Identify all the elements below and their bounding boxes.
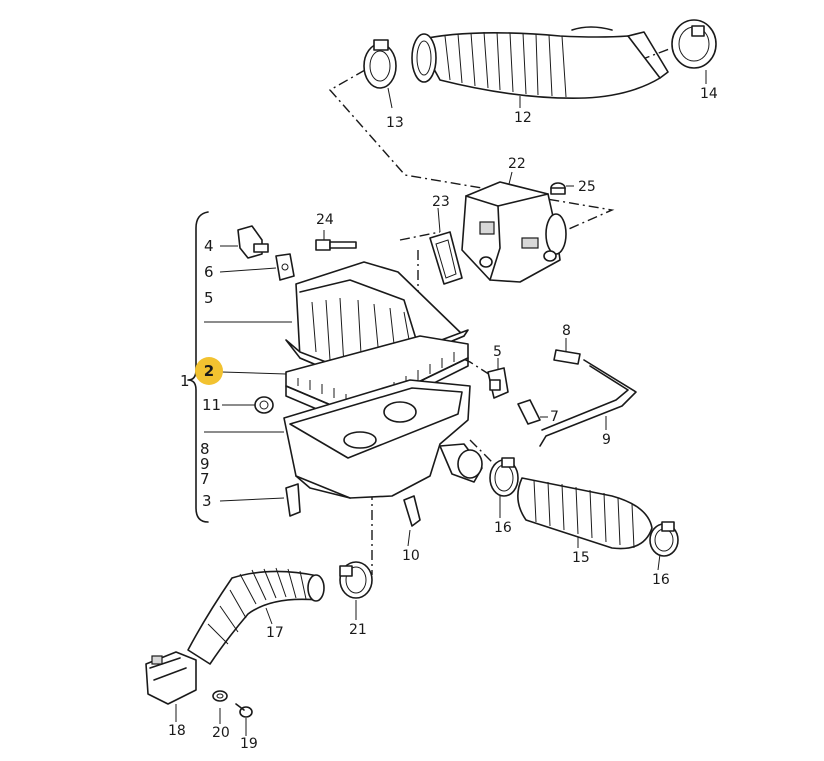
- part-label: 24: [316, 212, 334, 228]
- group-bracket: [187, 211, 209, 523]
- part-label: 15: [572, 550, 590, 566]
- part-label: 17: [266, 625, 284, 641]
- washer-20: [212, 690, 228, 702]
- temperature-sensor-4: [237, 225, 269, 259]
- left-label: 11: [202, 396, 221, 414]
- breather-hoses: [517, 349, 637, 447]
- hose-clamp-14: [671, 19, 717, 69]
- intake-hose-17: [187, 567, 325, 665]
- left-label: 8: [200, 440, 210, 458]
- hose-clamp-21: [339, 561, 373, 599]
- part-label: 12: [514, 110, 532, 126]
- left-label: 9: [200, 455, 210, 473]
- intake-hose-top: [411, 26, 669, 99]
- left-label: 7: [200, 470, 210, 488]
- duct-18: [145, 651, 197, 705]
- left-label: 5: [204, 289, 214, 307]
- part-label: 14: [700, 86, 718, 102]
- hose-clamp-13: [363, 39, 397, 89]
- part-label: 13: [386, 115, 404, 131]
- highlighted-label: 2: [204, 362, 214, 380]
- part-label: 25: [578, 179, 596, 195]
- part-label: 18: [168, 723, 186, 739]
- part-label: 8: [562, 323, 571, 339]
- part-label: 16: [652, 572, 670, 588]
- part-label: 7: [550, 409, 559, 425]
- filter-housing-lower: [283, 379, 471, 499]
- group-label: 1: [180, 372, 190, 390]
- highlight-circle: [195, 357, 223, 385]
- outlet-spigot: [439, 443, 483, 483]
- flange-6: [275, 253, 295, 281]
- clip-10: [403, 495, 421, 527]
- cap-25: [550, 182, 566, 195]
- part-label: 10: [402, 548, 420, 564]
- part-label: 20: [212, 725, 230, 741]
- part-label: 9: [602, 432, 611, 448]
- bolt-24: [315, 239, 357, 251]
- left-label: 3: [202, 492, 212, 510]
- part-label: 5: [493, 344, 502, 360]
- left-label: 6: [204, 263, 214, 281]
- air-flow-meter: [461, 181, 567, 283]
- part-labels: 12 13 14 22 25 23 24 8 5 7 9 16 15 16 10…: [168, 86, 718, 752]
- part-label: 21: [349, 622, 367, 638]
- rubber-mount-11: [254, 396, 274, 414]
- hose-clamp-16a: [489, 457, 519, 497]
- part-label: 22: [508, 156, 526, 172]
- highlight-marker: 2: [195, 357, 223, 385]
- screw-19: [235, 703, 253, 718]
- bellows-hose-15: [517, 477, 653, 550]
- part-label: 19: [240, 736, 258, 752]
- gasket-23: [429, 231, 463, 285]
- left-label: 4: [204, 237, 214, 255]
- clip-3: [285, 483, 301, 517]
- left-labels: 1 4 6 5 11 8 9 7 3: [180, 237, 221, 510]
- filter-element: [285, 335, 469, 425]
- hose-clamp-16b: [649, 521, 679, 557]
- part-label: 16: [494, 520, 512, 536]
- bracket-5: [487, 367, 509, 399]
- part-label: 23: [432, 194, 450, 210]
- leader-lines: [175, 70, 707, 736]
